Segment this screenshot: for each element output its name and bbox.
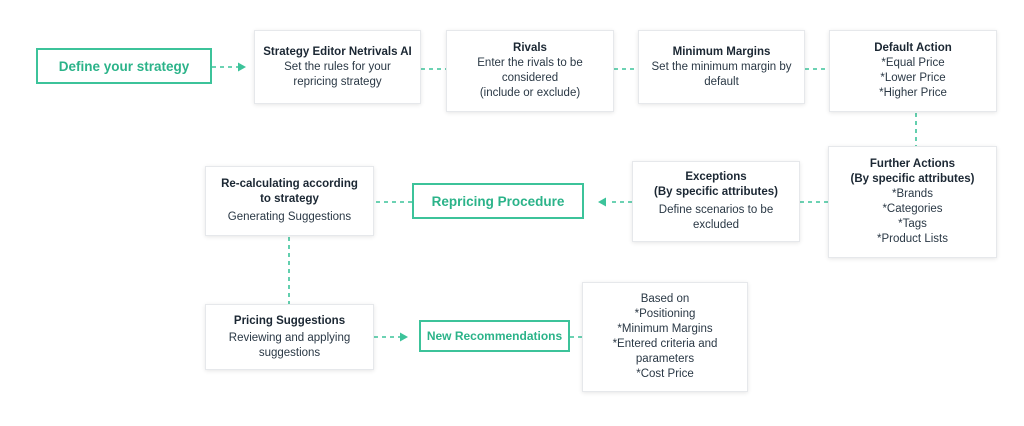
based-on-item: *Positioning bbox=[634, 308, 696, 320]
further-actions-item: *Product Lists bbox=[877, 233, 948, 245]
based-on-box: Based on *Positioning *Minimum Margins *… bbox=[582, 282, 748, 392]
rivals-text: Enter the rivals to be bbox=[477, 57, 583, 69]
minimum-margins-box: Minimum Margins Set the minimum margin b… bbox=[638, 30, 805, 104]
rivals-text: considered bbox=[501, 72, 559, 84]
further-actions-box: Further Actions (By specific attributes)… bbox=[828, 146, 997, 258]
strategy-editor-box: Strategy Editor Netrivals AI Set the rul… bbox=[254, 30, 421, 104]
exceptions-text: excluded bbox=[692, 219, 740, 231]
default-action-item: *Equal Price bbox=[881, 57, 945, 69]
further-actions-subtitle: (By specific attributes) bbox=[850, 173, 975, 185]
based-on-item: *Minimum Margins bbox=[617, 323, 713, 335]
default-action-item: *Lower Price bbox=[880, 72, 946, 84]
based-on-item: *Entered criteria and bbox=[612, 338, 718, 350]
recalculating-title: to strategy bbox=[260, 193, 319, 205]
strategy-editor-text: repricing strategy bbox=[293, 75, 382, 88]
recalculating-box: Re-calculating according to strategy Gen… bbox=[205, 166, 374, 236]
define-strategy-box: Define your strategy bbox=[36, 48, 212, 84]
exceptions-subtitle: (By specific attributes) bbox=[654, 186, 778, 198]
pricing-suggestions-text: Reviewing and applying bbox=[228, 331, 351, 344]
minimum-margins-text: Set the minimum margin by bbox=[651, 60, 792, 73]
default-action-item: *Higher Price bbox=[879, 87, 947, 99]
exceptions-text: Define scenarios to be bbox=[658, 204, 774, 216]
further-actions-item: *Tags bbox=[898, 218, 927, 230]
new-recommendations-box: New Recommendations bbox=[419, 320, 570, 352]
recalculating-text: Generating Suggestions bbox=[227, 211, 352, 223]
strategy-editor-text: Set the rules for your bbox=[284, 60, 391, 73]
default-action-box: Default Action *Equal Price *Lower Price… bbox=[829, 30, 997, 112]
strategy-editor-title: Strategy Editor Netrivals AI bbox=[263, 45, 412, 58]
pricing-suggestions-text: suggestions bbox=[258, 346, 321, 359]
arrow-head-right bbox=[238, 62, 246, 72]
arrow-head-right bbox=[400, 332, 408, 342]
further-actions-item: *Brands bbox=[892, 188, 933, 200]
exceptions-title: Exceptions bbox=[685, 171, 747, 183]
minimum-margins-title: Minimum Margins bbox=[672, 45, 771, 58]
pricing-suggestions-box: Pricing Suggestions Reviewing and applyi… bbox=[205, 304, 374, 370]
minimum-margins-text: default bbox=[704, 75, 739, 88]
based-on-item: parameters bbox=[635, 353, 695, 365]
rivals-text: (include or exclude) bbox=[479, 87, 581, 99]
based-on-title: Based on bbox=[640, 293, 690, 305]
repricing-procedure-box: Repricing Procedure bbox=[412, 183, 584, 219]
arrow-head-left bbox=[598, 197, 606, 207]
further-actions-title: Further Actions bbox=[869, 158, 956, 170]
pricing-suggestions-title: Pricing Suggestions bbox=[233, 314, 346, 327]
further-actions-item: *Categories bbox=[882, 203, 943, 215]
default-action-title: Default Action bbox=[874, 42, 952, 54]
rivals-title: Rivals bbox=[513, 42, 547, 54]
rivals-box: Rivals Enter the rivals to be considered… bbox=[446, 30, 614, 112]
recalculating-title: Re-calculating according bbox=[221, 178, 358, 190]
based-on-item: *Cost Price bbox=[636, 368, 694, 380]
exceptions-box: Exceptions (By specific attributes) Defi… bbox=[632, 161, 800, 242]
